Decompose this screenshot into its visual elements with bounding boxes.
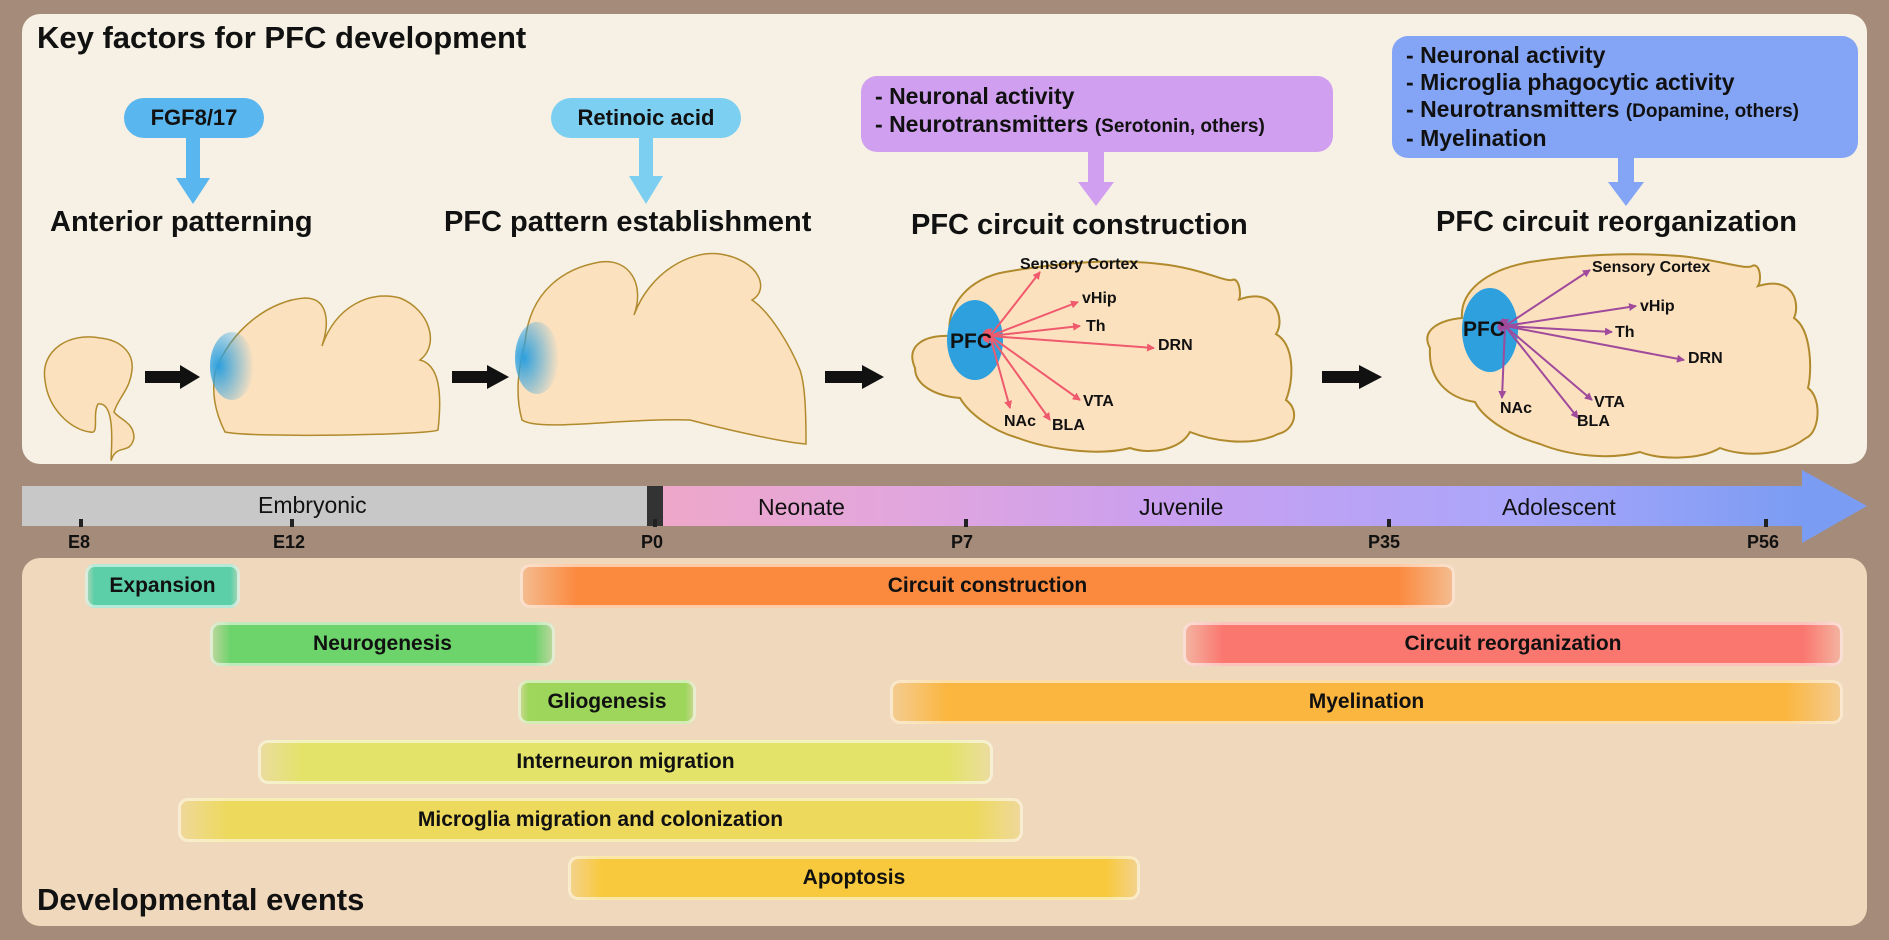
- event-gliogenesis: Gliogenesis: [518, 680, 696, 724]
- reorganization-projections: [1496, 269, 1685, 419]
- reorganization-factors-box: - Neuronal activity - Microglia phagocyt…: [1392, 36, 1858, 158]
- timeline-stage-neonate: Neonate: [758, 494, 845, 520]
- construction-target-th: Th: [1086, 318, 1106, 335]
- reorganization-pfc-label: PFC: [1463, 318, 1505, 341]
- stage-arrow-3: [825, 365, 884, 389]
- tick-label-e12: E12: [273, 532, 306, 552]
- tick-mark: [653, 519, 657, 527]
- stage-arrow-4: [1322, 365, 1382, 389]
- construction-projection-arrow: [984, 328, 1012, 409]
- tick-mark: [79, 519, 83, 527]
- event-myelination: Myelination: [890, 680, 1843, 724]
- reorganization-target-th: Th: [1615, 324, 1635, 341]
- event-microglia-migration: Microglia migration and colonization: [178, 798, 1023, 842]
- timeline-stage-adolescent: Adolescent: [1502, 494, 1616, 520]
- event-expansion: Expansion: [85, 564, 240, 608]
- tick-mark: [290, 519, 294, 527]
- event-interneuron-migration: Interneuron migration: [258, 740, 993, 784]
- p0-embryo-brain: [517, 252, 807, 445]
- construction-target-drn: DRN: [1158, 337, 1193, 354]
- reorganization-down-arrow: [1608, 156, 1644, 206]
- reorganization-target-vta: VTA: [1594, 394, 1625, 411]
- reorganization-factor-item: - Myelination: [1406, 125, 1547, 151]
- reorganization-projection-arrow: [1497, 318, 1579, 419]
- construction-target-bla: BLA: [1052, 417, 1085, 434]
- retinoic-acid-factor-pill: Retinoic acid: [551, 98, 741, 138]
- timeline-postnatal-segment: [663, 486, 1803, 526]
- key-factors-title: Key factors for PFC development: [37, 20, 527, 55]
- construction-target-nac: NAc: [1004, 413, 1037, 430]
- timeline-embryonic-segment: [22, 486, 647, 526]
- construction-target-vta: VTA: [1083, 393, 1114, 410]
- stage-arrow-2: [452, 365, 509, 389]
- reorganization-factor-item: - Neuronal activity: [1406, 42, 1606, 68]
- stage-title-anterior: Anterior patterning: [50, 206, 313, 238]
- construction-pfc-label: PFC: [950, 330, 992, 353]
- tick-mark: [1387, 519, 1391, 527]
- reorganization-target-vhip: vHip: [1640, 298, 1675, 315]
- reorganization-target-drn: DRN: [1688, 350, 1723, 367]
- e12-embryo-brain: [213, 295, 441, 437]
- tick-mark: [964, 519, 968, 527]
- construction-factors-box: - Neuronal activity - Neurotransmitters …: [861, 76, 1333, 152]
- tick-label-e8: E8: [68, 532, 91, 552]
- event-circuit-construction: Circuit construction: [520, 564, 1455, 608]
- stage-arrow-1: [145, 365, 200, 389]
- fgf-factor-pill: FGF8/17: [124, 98, 264, 138]
- reorganization-projection-arrow: [1498, 318, 1510, 399]
- stage-title-construction: PFC circuit construction: [911, 209, 1248, 241]
- construction-projections: [981, 271, 1155, 421]
- fgf-down-arrow: [176, 136, 210, 204]
- stage-title-reorganization: PFC circuit reorganization: [1436, 206, 1797, 238]
- timeline-stage-embryonic: Embryonic: [258, 492, 367, 518]
- reorganization-factor-item: - Microglia phagocytic activity: [1406, 69, 1735, 95]
- construction-target-vhip: vHip: [1082, 290, 1117, 307]
- tick-label-p7: P7: [951, 532, 974, 552]
- tick-label-p0: P0: [641, 532, 664, 552]
- construction-factor-item: - Neurotransmitters (Serotonin, others): [875, 111, 1265, 137]
- reorganization-target-nac: NAc: [1500, 400, 1533, 417]
- construction-target-sensory: Sensory Cortex: [1020, 256, 1139, 273]
- early-embryo-brain: [43, 336, 135, 462]
- event-apoptosis: Apoptosis: [568, 856, 1140, 900]
- developmental-events-title: Developmental events: [37, 882, 365, 917]
- retinoic-down-arrow: [629, 136, 663, 204]
- reorganization-target-bla: BLA: [1577, 413, 1610, 430]
- construction-down-arrow: [1078, 150, 1114, 206]
- reorganization-factor-item: - Neurotransmitters (Dopamine, others): [1406, 96, 1799, 122]
- construction-factor-item: - Neuronal activity: [875, 83, 1075, 109]
- event-circuit-reorganization: Circuit reorganization: [1183, 622, 1843, 666]
- reorganization-target-sensory: Sensory Cortex: [1592, 259, 1711, 276]
- timeline-stage-juvenile: Juvenile: [1139, 494, 1224, 520]
- stage-title-establishment: PFC pattern establishment: [444, 206, 812, 238]
- timeline-birth-marker: [647, 486, 663, 526]
- timeline-arrowhead: [1802, 470, 1867, 543]
- tick-label-p35: P35: [1368, 532, 1401, 552]
- tick-label-p56: P56: [1747, 532, 1780, 552]
- tick-mark: [1764, 519, 1768, 527]
- event-neurogenesis: Neurogenesis: [210, 622, 555, 666]
